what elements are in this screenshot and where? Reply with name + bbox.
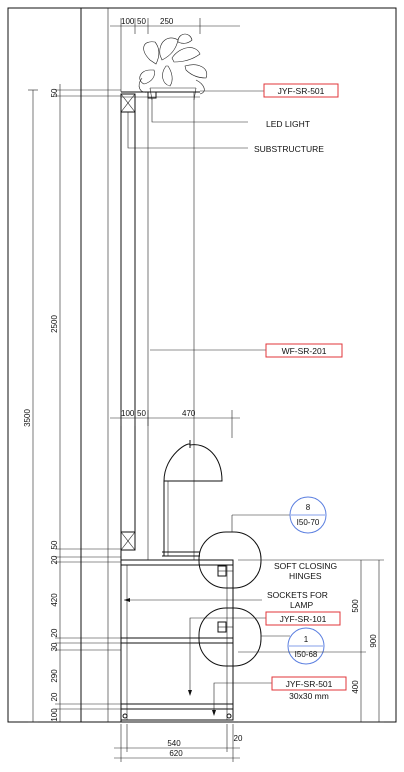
bottom-dim-3: 620 bbox=[169, 749, 183, 758]
soft-closing-label-2: HINGES bbox=[289, 571, 322, 581]
tag-socket-ref-text: JYF-SR-101 bbox=[280, 614, 327, 624]
right-dim-upper: 500 bbox=[351, 599, 360, 613]
bottom-substructure-box bbox=[120, 531, 136, 551]
left-dim-bottom-shelf: 20 bbox=[50, 692, 59, 701]
tag-top-ref-text: JYF-SR-501 bbox=[278, 86, 325, 96]
detail-bubble-top-ref: I50-70 bbox=[297, 518, 320, 527]
tag-wall-ref bbox=[265, 343, 343, 358]
top-dim-1: 100 bbox=[121, 17, 135, 26]
lamp-icon bbox=[162, 440, 223, 557]
bottom-dim-2: 20 bbox=[234, 734, 243, 743]
socket-icon bbox=[217, 621, 233, 633]
substructure-label: SUBSTRUCTURE bbox=[254, 144, 324, 154]
mid-dim-3: 470 bbox=[182, 409, 196, 418]
top-dim-3: 250 bbox=[160, 17, 174, 26]
cabinet-top-shelf bbox=[120, 559, 234, 566]
mid-dim-2: 50 bbox=[137, 409, 146, 418]
cabinet-outline bbox=[120, 559, 234, 721]
foot-right-icon bbox=[226, 713, 232, 719]
sockets-label-1: SOCKETS FOR bbox=[267, 590, 328, 600]
right-dim-total: 900 bbox=[369, 634, 378, 648]
tag-bottom-ref-text: JYF-SR-501 bbox=[286, 679, 333, 689]
detail-bubble-bottom-num: 1 bbox=[304, 635, 309, 644]
right-dim-lower: 400 bbox=[351, 680, 360, 694]
led-light-label: LED LIGHT bbox=[266, 119, 310, 129]
left-dim-shelf-top: 50 bbox=[50, 540, 59, 549]
left-dim-mid-shelf: 20 bbox=[50, 628, 59, 637]
left-dim-low-zone: 290 bbox=[50, 669, 59, 683]
plant-icon bbox=[138, 33, 208, 101]
left-dim-base: 100 bbox=[50, 708, 59, 722]
cabinet-bottom-shelf bbox=[120, 703, 234, 710]
tag-wall-ref-text: WF-SR-201 bbox=[282, 346, 327, 356]
left-dim-socket-zone: 420 bbox=[50, 593, 59, 607]
left-dim-mid-shelf2: 30 bbox=[50, 642, 59, 651]
top-dim-2: 50 bbox=[137, 17, 146, 26]
cabinet-mid-shelf bbox=[120, 637, 234, 644]
foot-left-icon bbox=[122, 713, 128, 719]
tag-top-ref bbox=[263, 83, 339, 98]
hinge-icon bbox=[217, 565, 233, 577]
bottom-ref-note: 30x30 mm bbox=[289, 691, 329, 701]
tag-bottom-ref bbox=[271, 676, 347, 691]
left-dim-total: 3500 bbox=[23, 409, 32, 427]
left-dim-top: 50 bbox=[50, 88, 59, 97]
detail-bubble-top-num: 8 bbox=[306, 503, 311, 512]
left-dim-upper: 2500 bbox=[50, 315, 59, 333]
left-dim-shelf-top2: 20 bbox=[50, 555, 59, 564]
mid-dim-1: 100 bbox=[121, 409, 135, 418]
soft-closing-label-1: SOFT CLOSING bbox=[274, 561, 337, 571]
bottom-dim-1: 540 bbox=[167, 739, 181, 748]
tag-socket-ref bbox=[265, 611, 341, 626]
sockets-label-2: LAMP bbox=[290, 600, 313, 610]
detail-bubble-bottom-ref: I50-68 bbox=[295, 650, 318, 659]
socket-detail-oval bbox=[198, 607, 262, 667]
